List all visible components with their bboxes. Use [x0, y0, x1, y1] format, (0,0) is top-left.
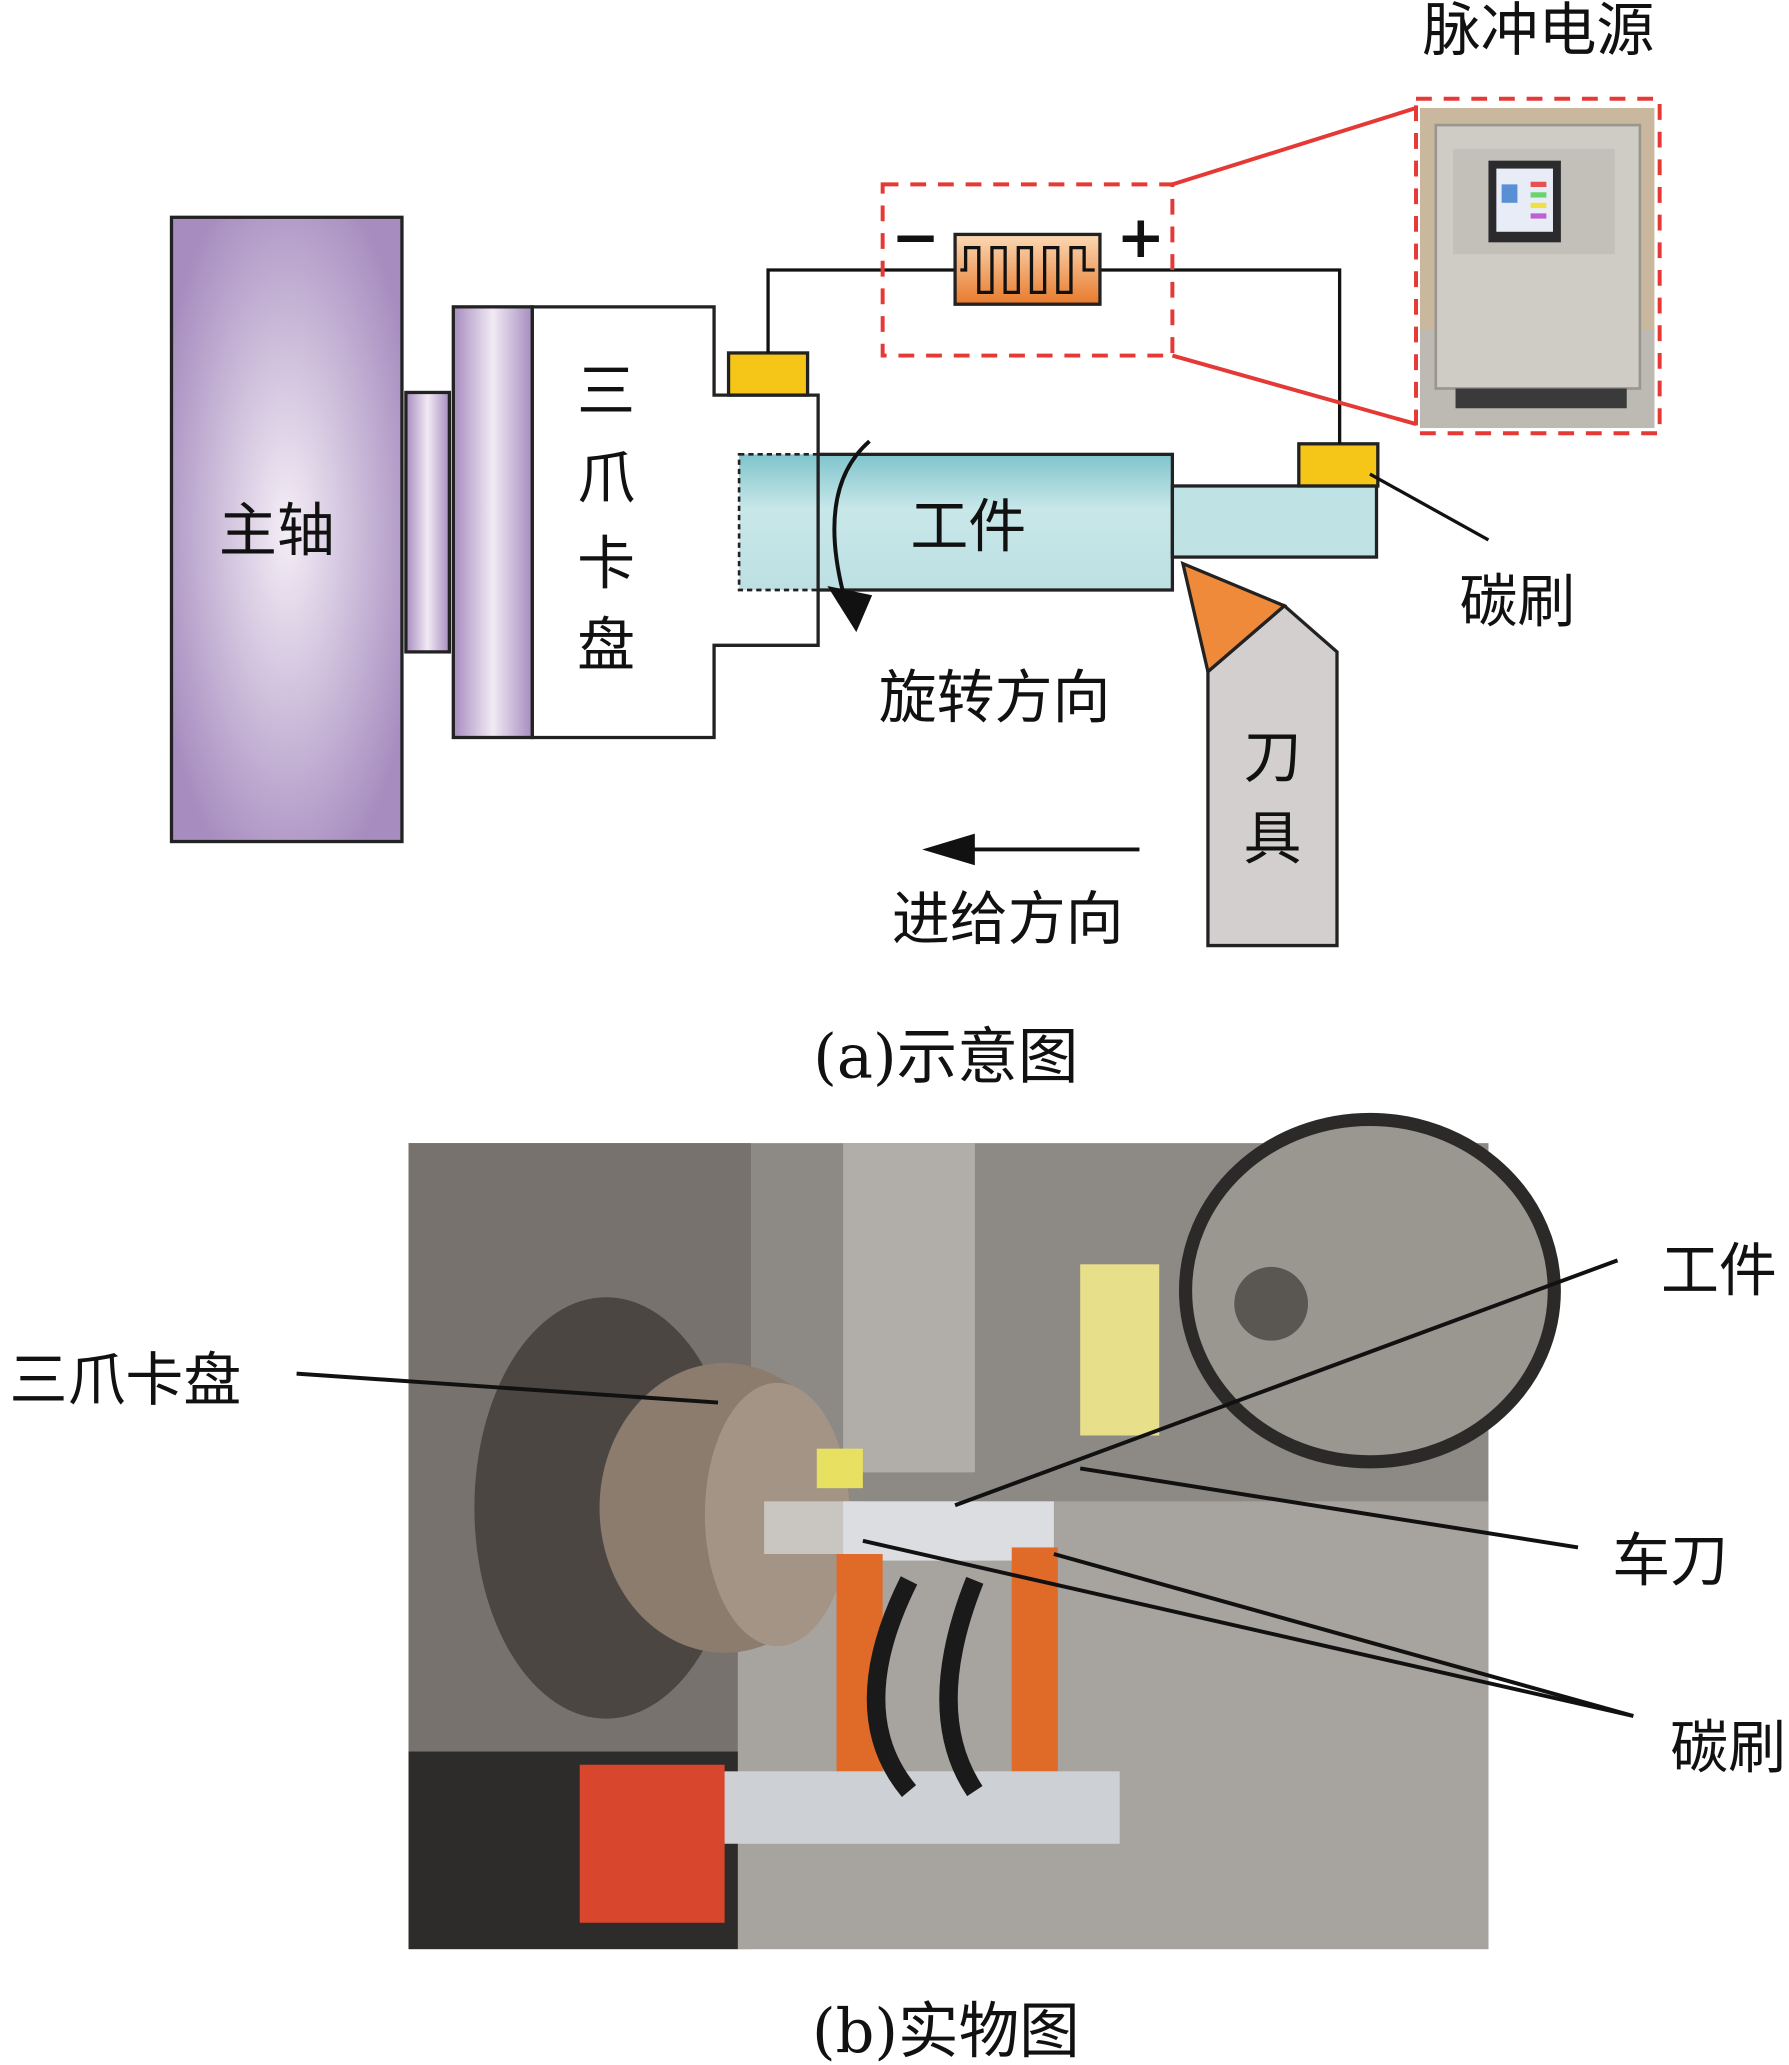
plus-sign: +: [1116, 203, 1165, 271]
spindle-collar: [404, 390, 452, 654]
tool-char-2: 具: [1244, 805, 1302, 873]
chuck-char-1: 三: [577, 357, 635, 425]
spindle: 主轴: [169, 215, 404, 844]
zoom-line-bottom: [1171, 353, 1417, 426]
photo-label-chuck: 三爪卡盘: [10, 1346, 242, 1414]
leader-tool: [1079, 1466, 1579, 1550]
rotation-arrow-icon: [827, 439, 873, 633]
feed-direction-label: 进给方向: [892, 885, 1124, 953]
photo-label-workpiece: 工件: [1661, 1237, 1777, 1305]
tool-char-1: 刀: [1244, 723, 1302, 791]
photo-label-brush: 碳刷: [1670, 1713, 1786, 1781]
pulse-source-symbol: − +: [880, 182, 1175, 358]
caption-b: (b)实物图: [812, 1997, 1080, 2065]
workpiece: 工件: [737, 452, 1379, 592]
chuck-flange: [451, 305, 534, 740]
leader-brush-2: [1053, 1552, 1634, 1718]
carbon-brush-label: 碳刷: [1459, 568, 1575, 636]
minus-sign: −: [891, 203, 940, 271]
rotation-direction-label: 旋转方向: [879, 664, 1111, 732]
caption-a: (a)示意图: [813, 1022, 1078, 1092]
lathe-photo: [408, 1112, 1561, 1950]
wire-positive: [1099, 268, 1342, 444]
wire-negative: [766, 268, 956, 353]
photo-label-tool: 车刀: [1612, 1526, 1728, 1594]
zoom-line-top: [1171, 106, 1417, 187]
carbon-brush-workpiece: [1297, 442, 1380, 488]
leader-workpiece: [954, 1258, 1619, 1508]
pulse-power-supply-label: 脉冲电源: [1423, 0, 1655, 64]
brush-leader-line: [1369, 472, 1490, 542]
leader-brush-1: [862, 1538, 1634, 1718]
carbon-brush-chuck: [726, 351, 810, 397]
feed-arrow-icon: [922, 833, 1140, 866]
pulse-power-supply-photo: 脉冲电源: [1414, 0, 1662, 436]
chuck-char-2: 爪: [577, 444, 635, 512]
chuck-char-3: 卡: [577, 529, 635, 597]
spindle-label: 主轴: [219, 496, 335, 564]
leader-chuck: [296, 1371, 719, 1405]
cutting-tool: 刀 具: [1180, 560, 1339, 948]
workpiece-label: 工件: [910, 493, 1026, 561]
chuck-char-4: 盘: [577, 611, 635, 679]
three-jaw-chuck: 三 爪 卡 盘: [530, 305, 820, 740]
